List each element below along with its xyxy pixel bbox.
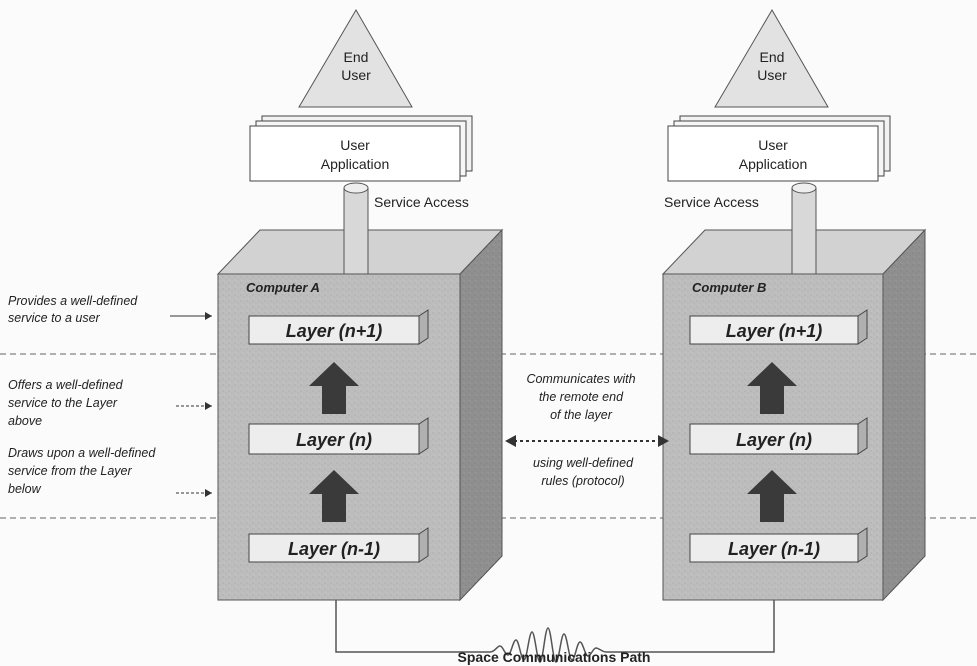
up-arrow-b-lower <box>747 470 797 522</box>
layer-bar-b-middle <box>689 423 859 455</box>
user-app-label-a-line2: Application <box>321 156 390 172</box>
end-user-triangle-b <box>714 9 829 108</box>
layer-bar-b-top-side <box>857 309 868 345</box>
layer-label-a-middle: Layer (n) <box>296 430 372 450</box>
center-annotations: Communicates with the remote end of the … <box>505 372 669 488</box>
path-waveform <box>489 627 620 663</box>
layer-bar-a-middle-side <box>418 417 429 455</box>
service-access-label-a: Service Access <box>374 194 469 210</box>
service-access-cylinder-a-top <box>343 182 369 194</box>
layer-label-b-top: Layer (n+1) <box>726 321 823 341</box>
annotation-offers-arrowhead <box>205 402 212 410</box>
path-line-left <box>335 600 490 653</box>
user-app-label-b-line2: Application <box>739 156 808 172</box>
layer-label-b-bottom: Layer (n-1) <box>728 539 820 559</box>
service-access-cylinder-b-top <box>791 182 817 194</box>
protocol-arrowhead-left <box>505 435 516 447</box>
path-label: Space Communications Path <box>458 649 651 665</box>
end-user-label-b-line1: End <box>760 49 785 65</box>
annotation-rules-line1: using well-defined <box>533 456 634 470</box>
user-app-box-a <box>249 125 461 182</box>
computer-b-label: Computer B <box>692 280 766 295</box>
annotation-draws-arrowhead <box>205 489 212 497</box>
annotation-communicates-line3: of the layer <box>550 408 613 422</box>
layer-bar-b-middle-side <box>857 417 868 455</box>
up-arrow-a-upper <box>309 362 359 414</box>
layer-bar-a-top <box>248 315 420 345</box>
layer-label-a-top: Layer (n+1) <box>286 321 383 341</box>
annotation-rules-line2: rules (protocol) <box>541 474 624 488</box>
service-access-cylinder-b <box>791 187 817 275</box>
up-arrow-a-lower <box>309 470 359 522</box>
layer-bar-a-top-side <box>418 309 429 345</box>
annotation-offers-line1: Offers a well-defined <box>8 378 124 392</box>
end-user-label-a-line2: User <box>341 67 371 83</box>
layer-bar-a-bottom-side <box>418 527 429 563</box>
user-app-label-a-line1: User <box>340 137 370 153</box>
layer-bar-a-bottom <box>248 533 420 563</box>
layer-bar-b-bottom-side <box>857 527 868 563</box>
protocol-arrowhead-right <box>658 435 669 447</box>
annotation-offers-line3: above <box>8 414 42 428</box>
up-arrow-b-upper <box>747 362 797 414</box>
end-user-triangle-a <box>298 9 413 108</box>
communications-path: Space Communications Path <box>335 600 775 665</box>
service-access-label-b: Service Access <box>664 194 759 210</box>
user-app-box-b <box>667 125 879 182</box>
annotation-provides-arrowhead <box>205 312 212 320</box>
layer-label-a-bottom: Layer (n-1) <box>288 539 380 559</box>
end-user-label-b-line2: User <box>757 67 787 83</box>
computer-a-stack: End User User Application Service Access… <box>216 9 504 602</box>
annotation-offers-line2: service to the Layer <box>8 396 118 410</box>
annotation-draws-line1: Draws upon a well-defined <box>8 446 156 460</box>
computer-a-label: Computer A <box>246 280 320 295</box>
annotation-draws-line2: service from the Layer <box>8 464 132 478</box>
annotation-draws-line3: below <box>8 482 42 496</box>
annotation-communicates-line1: Communicates with <box>526 372 635 386</box>
cube-a-side-texture <box>460 230 502 600</box>
layer-bar-b-top <box>689 315 859 345</box>
user-app-label-b-line1: User <box>758 137 788 153</box>
end-user-label-a-line1: End <box>344 49 369 65</box>
layer-bar-b-bottom <box>689 533 859 563</box>
annotation-provides-line2: service to a user <box>8 311 101 325</box>
cube-b-side-texture <box>883 230 925 600</box>
layer-label-b-middle: Layer (n) <box>736 430 812 450</box>
annotation-communicates-line2: the remote end <box>539 390 624 404</box>
left-annotations: Provides a well-defined service to a use… <box>8 294 212 497</box>
annotation-provides-line1: Provides a well-defined <box>8 294 138 308</box>
computer-b-stack: End User User Application Service Access… <box>661 9 927 602</box>
service-access-cylinder-a <box>343 187 369 275</box>
path-line-right <box>620 600 775 653</box>
